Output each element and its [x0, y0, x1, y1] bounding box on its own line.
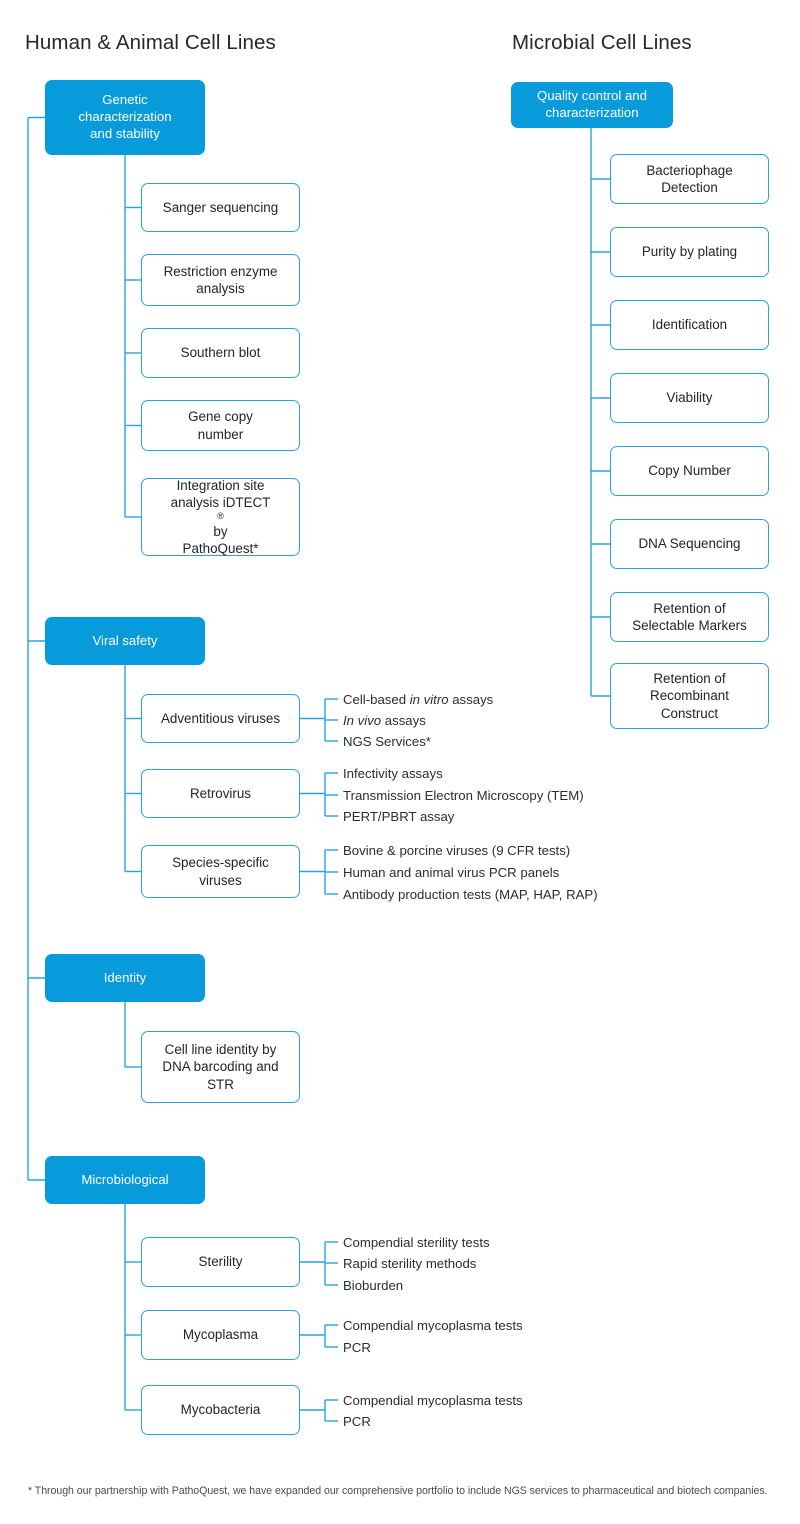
branch-node-microbiological[interactable]: Microbiological	[45, 1156, 205, 1204]
bullet-item: PCR	[343, 1414, 371, 1429]
bullet-item: NGS Services*	[343, 734, 431, 749]
leaf-node[interactable]: Adventitious viruses	[141, 694, 300, 743]
leaf-node-label: Sterility	[198, 1254, 243, 1270]
leaf-node-label: Adventitious viruses	[160, 710, 281, 726]
branch-node-label: Microbiological	[81, 1171, 169, 1187]
bullet-item: Human and animal virus PCR panels	[343, 865, 560, 880]
bullet-item: Infectivity assays	[343, 766, 443, 781]
leaf-node-label: Viability	[666, 390, 713, 406]
column-title-human-animal: Human & Animal Cell Lines	[25, 31, 276, 54]
bullet-item: Rapid sterility methods	[343, 1256, 477, 1271]
leaf-node-label: Mycobacteria	[180, 1402, 261, 1418]
leaf-node[interactable]: Purity by plating	[610, 227, 769, 277]
branch-node-label: Identity	[103, 969, 147, 985]
leaf-node[interactable]: Mycoplasma	[141, 1310, 300, 1360]
bullet-item: Compendial mycoplasma tests	[343, 1318, 523, 1333]
leaf-node[interactable]: Sterility	[141, 1237, 300, 1287]
leaf-node-label: Mycoplasma	[182, 1327, 259, 1343]
footnote-text: * Through our partnership with PathoQues…	[28, 1485, 768, 1497]
branch-node-viral-safety[interactable]: Viral safety	[45, 617, 205, 665]
bullet-item: Cell-based in vitro assays	[343, 692, 494, 707]
bullet-item: Antibody production tests (MAP, HAP, RAP…	[343, 887, 598, 902]
leaf-node[interactable]: Southern blot	[141, 328, 300, 378]
leaf-node[interactable]: Copy Number	[610, 446, 769, 496]
leaf-node-label: DNA Sequencing	[638, 536, 741, 552]
leaf-node[interactable]: Retrovirus	[141, 769, 300, 818]
leaf-node-label: Sanger sequencing	[162, 199, 279, 215]
leaf-node[interactable]: Mycobacteria	[141, 1385, 300, 1435]
leaf-node-label: Southern blot	[180, 345, 261, 361]
column-title-microbial: Microbial Cell Lines	[512, 31, 692, 54]
bullet-item: Compendial sterility tests	[343, 1235, 490, 1250]
bullet-item: Bioburden	[343, 1278, 404, 1293]
bullet-item: Compendial mycoplasma tests	[343, 1393, 523, 1408]
leaf-node[interactable]: Viability	[610, 373, 769, 423]
branch-node-label: Viral safety	[92, 632, 158, 648]
bullet-item: PERT/PBRT assay	[343, 809, 455, 824]
leaf-node[interactable]: Sanger sequencing	[141, 183, 300, 232]
bullet-item: Transmission Electron Microscopy (TEM)	[343, 788, 584, 803]
leaf-node-label: Purity by plating	[641, 244, 738, 260]
leaf-node[interactable]: Identification	[610, 300, 769, 350]
leaf-node-label: Identification	[651, 317, 728, 333]
leaf-node[interactable]: DNA Sequencing	[610, 519, 769, 569]
bullet-item: In vivo assays	[343, 713, 426, 728]
bullet-item: PCR	[343, 1340, 371, 1355]
leaf-node-label: Retrovirus	[189, 785, 252, 801]
bullet-item: Bovine & porcine viruses (9 CFR tests)	[343, 843, 571, 858]
leaf-node-label: Copy Number	[648, 463, 731, 479]
branch-node-identity[interactable]: Identity	[45, 954, 205, 1002]
